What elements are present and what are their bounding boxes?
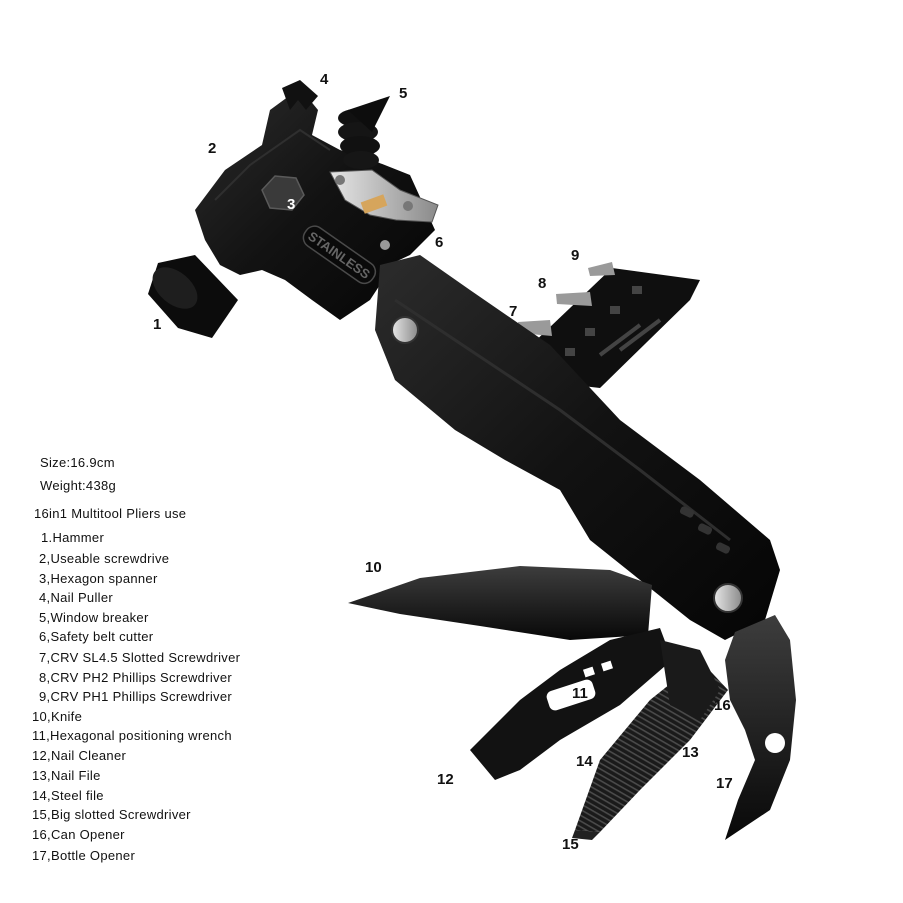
bit-holder — [528, 268, 700, 388]
part-16: 16,Can Opener — [32, 827, 125, 842]
part-5: 5,Window breaker — [39, 610, 149, 625]
part-10: 10,Knife — [32, 709, 83, 724]
bit-pz2 — [556, 292, 592, 306]
callout-3: 3 — [287, 196, 296, 213]
callout-16: 16 — [714, 697, 731, 714]
window-breaker — [338, 96, 390, 169]
part-6: 6,Safety belt cutter — [39, 629, 154, 644]
part-12: 12,Nail Cleaner — [32, 748, 127, 763]
nail-file — [660, 640, 720, 720]
part-1: 1.Hammer — [41, 530, 105, 545]
callout-1: 1 — [153, 316, 162, 333]
weight-spec: Weight:438g — [40, 478, 117, 493]
safety-belt-cutter — [329, 169, 439, 250]
part-2: 2,Useable screwdrive — [39, 551, 170, 566]
can-bottle-opener — [725, 615, 796, 840]
callout-17: 17 — [716, 775, 733, 792]
hammer-head — [148, 255, 238, 338]
knife-blade — [348, 566, 652, 640]
pivot-screw-top — [391, 316, 419, 344]
hex-wrench-tool — [470, 628, 672, 780]
part-17: 17,Bottle Opener — [32, 848, 136, 863]
callout-14: 14 — [576, 753, 593, 770]
callout-11: 11 — [572, 685, 588, 702]
hexagon-spanner — [261, 175, 305, 211]
callout-2: 2 — [208, 140, 217, 157]
part-3: 3,Hexagon spanner — [39, 571, 158, 586]
callout-15: 15 — [562, 836, 579, 853]
callout-9: 9 — [571, 247, 580, 264]
callout-10: 10 — [365, 559, 382, 576]
part-9: 9,CRV PH1 Phillips Screwdriver — [39, 689, 232, 704]
hammer-body — [195, 88, 435, 320]
size-spec: Size:16.9cm — [40, 455, 115, 470]
part-8: 8,CRV PH2 Phillips Screwdriver — [39, 670, 232, 685]
bit-pz1 — [588, 262, 615, 276]
callout-13: 13 — [682, 744, 699, 761]
callout-7: 7 — [509, 303, 518, 320]
uses-heading: 16in1 Multitool Pliers use — [34, 506, 187, 521]
callout-8: 8 — [538, 275, 547, 292]
part-4: 4,Nail Puller — [39, 590, 113, 605]
spec-list: Size:16.9cm Weight:438g 16in1 Multitool … — [0, 0, 300, 880]
part-7: 7,CRV SL4.5 Slotted Screwdriver — [39, 650, 241, 665]
part-15: 15,Big slotted Screwdriver — [32, 807, 191, 822]
part-13: 13,Nail File — [32, 768, 101, 783]
callout-5: 5 — [399, 85, 408, 102]
part-14: 14,Steel file — [32, 788, 104, 803]
callout-6: 6 — [435, 234, 444, 251]
callout-12: 12 — [437, 771, 454, 788]
handle — [375, 255, 780, 640]
pivot-screw-bottom — [713, 583, 743, 613]
nail-puller — [282, 80, 318, 110]
callout-4: 4 — [320, 71, 329, 88]
part-11: 11,Hexagonal positioning wrench — [32, 728, 232, 743]
